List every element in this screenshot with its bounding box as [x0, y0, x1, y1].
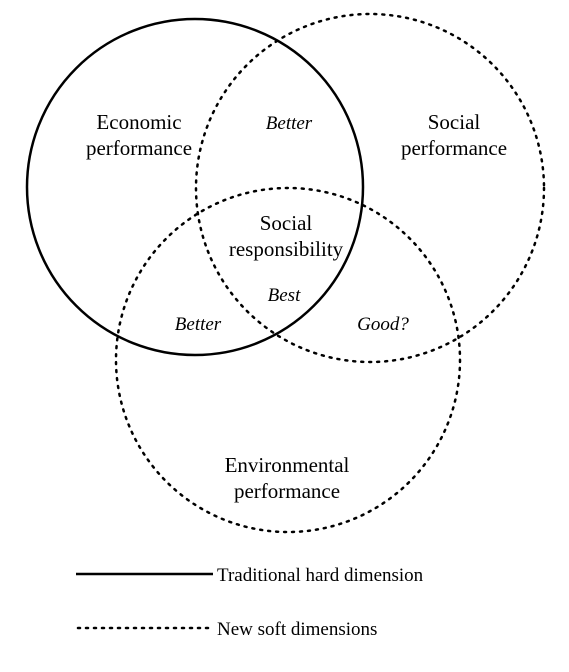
center-label-line2: responsibility	[229, 237, 344, 261]
social-label-line2: performance	[401, 136, 507, 160]
better-left-label: Better	[175, 314, 222, 335]
center-label-line1: Social	[260, 211, 313, 235]
better-top-label: Better	[266, 113, 313, 134]
economic-label-line2: performance	[86, 136, 192, 160]
legend-dotted-label: New soft dimensions	[217, 619, 377, 640]
good-label: Good?	[357, 314, 409, 335]
social-performance-circle	[194, 12, 546, 364]
legend-solid-label: Traditional hard dimension	[217, 565, 424, 586]
environmental-label-line2: performance	[234, 479, 340, 503]
environmental-performance-circle	[114, 186, 462, 534]
economic-label-line1: Economic	[96, 110, 181, 134]
best-label: Best	[268, 285, 301, 306]
social-label-line1: Social	[428, 110, 481, 134]
legend: Traditional hard dimension New soft dime…	[76, 565, 424, 640]
environmental-label-line1: Environmental	[225, 453, 350, 477]
economic-performance-circle	[25, 17, 365, 357]
